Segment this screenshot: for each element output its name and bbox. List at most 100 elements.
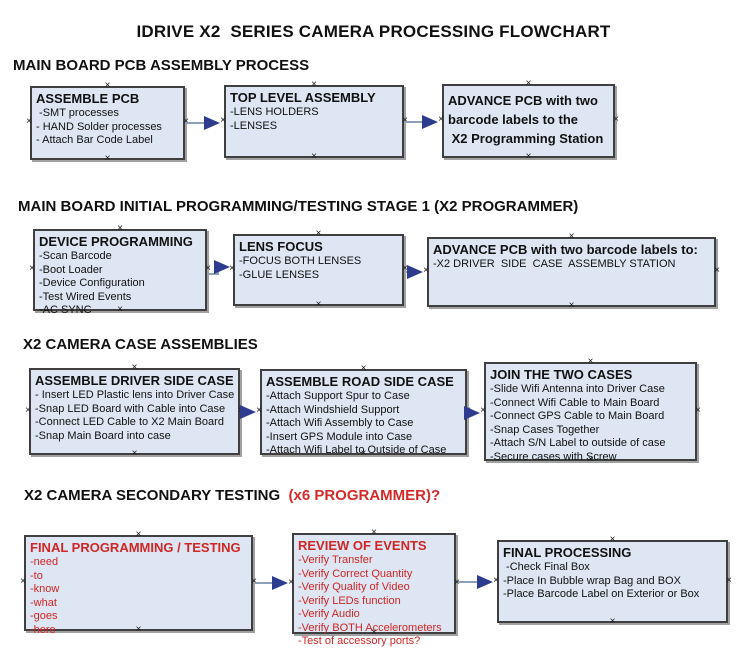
box-title: TOP LEVEL ASSEMBLY xyxy=(230,90,376,105)
connection-handle-icon: × xyxy=(311,151,317,162)
box-item: -goes xyxy=(30,610,58,622)
section-heading-secondary-testing: X2 CAMERA SECONDARY TESTING (x6 PROGRAMM… xyxy=(24,487,440,504)
connection-handle-icon: × xyxy=(251,576,257,587)
connection-handle-icon: × xyxy=(238,404,244,416)
box-final-programming-testing[interactable]: FINAL PROGRAMMING / TESTING -need -to -k… xyxy=(20,530,257,636)
box-item: -Attach Wifi Assembly to Case xyxy=(266,417,414,429)
connection-handle-icon: × xyxy=(438,114,444,125)
box-item: -X2 DRIVER SIDE CASE ASSEMBLY STATION xyxy=(433,258,676,270)
box-item: -FOCUS BOTH LENSES xyxy=(239,255,362,267)
connection-handle-icon: × xyxy=(288,576,294,588)
connection-handle-icon: × xyxy=(131,448,138,459)
box-item: -Snap Cases Together xyxy=(490,423,600,436)
connection-handle-icon: × xyxy=(465,405,471,416)
box-item: -Connect GPS Cable to Main Board xyxy=(490,410,665,422)
section-heading-pcb-assembly: MAIN BOARD PCB ASSEMBLY PROCESS xyxy=(13,57,309,74)
box-assemble-pcb[interactable]: ASSEMBLE PCB -SMT processes - HAND Solde… xyxy=(26,81,189,164)
box-title: JOIN THE TWO CASES xyxy=(490,367,633,382)
box-item: -Verify LEDs function xyxy=(298,594,401,607)
box-item: - HAND Solder processes xyxy=(36,120,162,133)
connection-handle-icon: × xyxy=(423,265,429,276)
box-item: -Slide Wifi Antenna into Driver Case xyxy=(490,383,665,395)
box-item: -Attach Support Spur to Case xyxy=(266,390,410,402)
connection-handle-icon: × xyxy=(315,299,322,310)
box-item: -Snap Main Board into case xyxy=(35,429,171,442)
box-device-programming[interactable]: DEVICE PROGRAMMING -Scan Barcode -Boot L… xyxy=(29,224,211,317)
box-advance-pcb-to-programming-station[interactable]: ADVANCE PCB with two barcode labels to t… xyxy=(438,78,619,162)
box-title: REVIEW OF EVENTS xyxy=(298,538,427,553)
box-title: ADVANCE PCB with two barcode labels to: xyxy=(433,242,698,257)
connection-handle-icon: × xyxy=(29,263,35,274)
box-item: -Secure cases with Screw xyxy=(490,450,617,463)
connection-handle-icon: × xyxy=(256,405,262,416)
section-heading-text: MAIN BOARD INITIAL PROGRAMMING/TESTING S… xyxy=(18,198,579,215)
section-heading-text: X2 CAMERA SECONDARY TESTING xyxy=(24,487,285,504)
box-item: -Verify Correct Quantity xyxy=(298,567,413,580)
box-item: -what xyxy=(30,596,57,609)
box-item: -Place In Bubble wrap Bag and BOX xyxy=(503,574,681,587)
connection-handle-icon: × xyxy=(454,576,460,588)
box-item: -LENSES xyxy=(230,119,278,132)
box-item: -Attach Wifi Label to Outside of Case xyxy=(266,444,447,456)
box-assemble-driver-side-case[interactable]: ASSEMBLE DRIVER SIDE CASE - Insert LED P… xyxy=(25,363,244,459)
connection-handle-icon: × xyxy=(205,263,211,274)
box-item: -Boot Loader xyxy=(39,263,103,276)
box-title: ASSEMBLE DRIVER SIDE CASE xyxy=(35,373,234,388)
box-final-processing[interactable]: FINAL PROCESSING -Check Final Box -Place… xyxy=(493,535,732,627)
section-heading-case-assemblies: X2 CAMERA CASE ASSEMBLIES xyxy=(23,336,258,353)
box-item: -to xyxy=(30,569,43,582)
box-item: -know xyxy=(30,583,60,595)
box-item: -Verify Audio xyxy=(298,608,360,620)
box-item: -Test Wired Events xyxy=(39,290,132,303)
box-title: DEVICE PROGRAMMING xyxy=(39,234,193,249)
box-title-line: X2 Programming Station xyxy=(448,131,604,146)
box-item: -Verify BOTH Accelerometers xyxy=(298,621,442,634)
connection-handle-icon: × xyxy=(525,78,532,89)
box-item: -GLUE LENSES xyxy=(239,268,320,281)
box-advance-pcb-to-driver-side-station[interactable]: ADVANCE PCB with two barcode labels to: … xyxy=(423,232,720,311)
connection-handle-icon: × xyxy=(480,404,486,416)
connection-handle-icon: × xyxy=(26,116,32,127)
box-item: -Place Barcode Label on Exterior or Box xyxy=(503,588,700,600)
box-item: -Device Configuration xyxy=(39,277,145,289)
connection-handle-icon: × xyxy=(613,114,619,125)
box-item: -Test of accessory ports? xyxy=(298,635,421,647)
connection-handle-icon: × xyxy=(229,263,235,274)
section-heading-red-text: (x6 PROGRAMMER)? xyxy=(284,487,441,504)
box-top-level-assembly[interactable]: TOP LEVEL ASSEMBLY -LENS HOLDERS -LENSES… xyxy=(220,80,408,162)
box-assemble-road-side-case[interactable]: ASSEMBLE ROAD SIDE CASE -Attach Support … xyxy=(256,364,471,459)
connection-handle-icon: × xyxy=(104,153,111,164)
box-review-of-events[interactable]: REVIEW OF EVENTS -Verify Transfer -Verif… xyxy=(288,528,460,648)
connection-handle-icon: × xyxy=(493,574,499,586)
box-item: -Verify Quality of Video xyxy=(298,581,410,593)
box-title: LENS FOCUS xyxy=(239,239,323,254)
box-title: ASSEMBLE ROAD SIDE CASE xyxy=(266,374,454,389)
box-item: -here xyxy=(30,623,56,636)
page-title: IDRIVE X2 SERIES CAMERA PROCESSING FLOWC… xyxy=(136,22,611,41)
box-lens-focus[interactable]: LENS FOCUS -FOCUS BOTH LENSES -GLUE LENS… xyxy=(229,229,408,310)
section-heading-text: X2 CAMERA CASE ASSEMBLIES xyxy=(23,336,258,353)
box-item: -Verify Transfer xyxy=(298,554,373,566)
box-item: - Insert LED Plastic lens into Driver Ca… xyxy=(35,389,235,401)
connection-handle-icon: × xyxy=(220,114,226,126)
box-join-the-two-cases[interactable]: JOIN THE TWO CASES -Slide Wifi Antenna i… xyxy=(480,357,701,465)
box-item: -Scan Barcode xyxy=(39,250,112,262)
box-item: - Attach Bar Code Label xyxy=(36,134,153,146)
connection-handle-icon: × xyxy=(714,265,720,276)
connection-handle-icon: × xyxy=(726,574,732,586)
connection-handle-icon: × xyxy=(20,576,26,587)
box-item: -Snap LED Board with Cable into Case xyxy=(35,402,226,415)
box-title: FINAL PROGRAMMING / TESTING xyxy=(30,540,241,555)
connection-handle-icon: × xyxy=(183,116,189,127)
box-title: ASSEMBLE PCB xyxy=(36,91,140,106)
box-item: -Check Final Box xyxy=(503,561,590,573)
connection-handle-icon: × xyxy=(609,616,616,627)
section-heading-text: MAIN BOARD PCB ASSEMBLY PROCESS xyxy=(13,57,310,74)
connector-arrow[interactable] xyxy=(207,260,230,275)
box-item: -Attach S/N Label to outside of case xyxy=(490,437,666,449)
box-item: -LENS HOLDERS xyxy=(230,106,319,118)
connection-handle-icon: × xyxy=(25,404,31,416)
box-item: -AC SYNC xyxy=(39,304,92,316)
box-item: -need xyxy=(30,556,59,568)
